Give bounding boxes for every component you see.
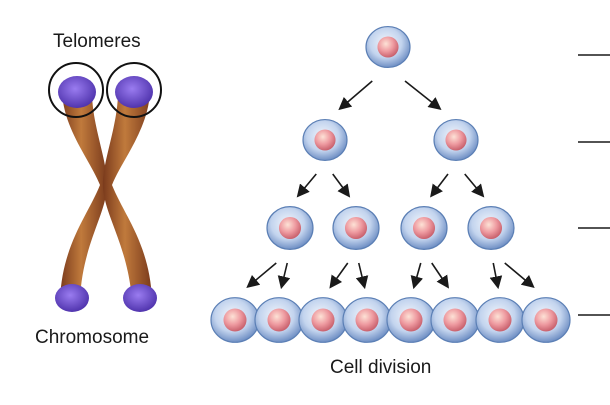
cell-nucleus: [267, 308, 291, 332]
chromosome-label: Chromosome: [35, 327, 150, 348]
chromatid-left: [60, 92, 108, 300]
division-arrow: [431, 262, 450, 289]
cell-nucleus: [377, 36, 399, 58]
cell-nucleus: [223, 308, 247, 332]
cell: [266, 206, 314, 250]
cell-nucleus: [355, 308, 379, 332]
cell: [475, 297, 525, 343]
cell: [386, 297, 436, 343]
division-arrow: [277, 262, 291, 290]
cell-nucleus: [445, 129, 467, 151]
cell-division-tree: [210, 25, 571, 343]
level-lines: [578, 54, 610, 316]
cell-nucleus: [488, 308, 512, 332]
division-arrow: [430, 173, 449, 198]
cell: [433, 118, 479, 162]
division-arrow: [296, 173, 317, 198]
cell: [365, 25, 411, 69]
division-arrow: [329, 262, 349, 289]
division-arrow: [332, 173, 351, 198]
division-arrow: [504, 262, 535, 289]
telomere-ring-right: [106, 62, 162, 118]
division-arrow: [489, 262, 503, 290]
telomere-top-right: [115, 76, 153, 108]
chromosome: [48, 62, 162, 312]
cell-nucleus: [534, 308, 558, 332]
cell: [254, 297, 304, 343]
division-arrow: [464, 173, 485, 198]
cell: [302, 118, 348, 162]
chromatid-right: [102, 92, 152, 300]
telomere-ring-left: [48, 62, 104, 118]
cell-division-label: Cell division: [330, 357, 432, 378]
cell-nucleus: [399, 308, 423, 332]
cell-nucleus: [278, 216, 302, 240]
telomere-top-left: [58, 76, 96, 108]
cell: [332, 206, 380, 250]
telomere-bottom-left: [55, 284, 89, 312]
division-arrow: [404, 80, 442, 110]
cell: [210, 297, 260, 343]
cell-nucleus: [479, 216, 503, 240]
cell-nucleus: [412, 216, 436, 240]
division-arrow: [410, 262, 424, 290]
cell-nucleus: [344, 216, 368, 240]
cell-nucleus: [443, 308, 467, 332]
cell: [400, 206, 448, 250]
cell: [467, 206, 515, 250]
cell: [430, 297, 480, 343]
cell-nucleus: [311, 308, 335, 332]
telomeres-label: Telomeres: [53, 31, 141, 52]
cell: [521, 297, 571, 343]
cell: [342, 297, 392, 343]
cell-nucleus: [314, 129, 336, 151]
telomere-bottom-right: [123, 284, 157, 312]
division-arrow: [246, 262, 277, 289]
division-arrow: [355, 262, 369, 290]
cell: [298, 297, 348, 343]
division-arrow: [338, 80, 373, 111]
